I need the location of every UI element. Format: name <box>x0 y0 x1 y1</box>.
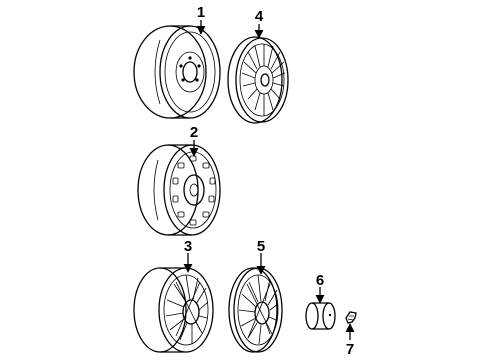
steel-wheel <box>133 25 221 119</box>
callout-6: 6 <box>316 272 324 289</box>
leader-lines <box>183 20 355 340</box>
wire-wheel <box>133 267 214 353</box>
callout-7: 7 <box>346 341 354 358</box>
styled-wheel <box>137 144 221 236</box>
wire-wheel-cover-lower <box>228 267 283 353</box>
wire-wheel-cover <box>227 36 289 124</box>
callout-2: 2 <box>190 124 198 141</box>
callout-3: 3 <box>184 238 192 255</box>
callout-4: 4 <box>255 8 264 25</box>
retainer-clip <box>345 311 357 324</box>
callout-1: 1 <box>197 4 205 21</box>
callout-5: 5 <box>257 238 265 255</box>
center-cap <box>305 302 336 330</box>
